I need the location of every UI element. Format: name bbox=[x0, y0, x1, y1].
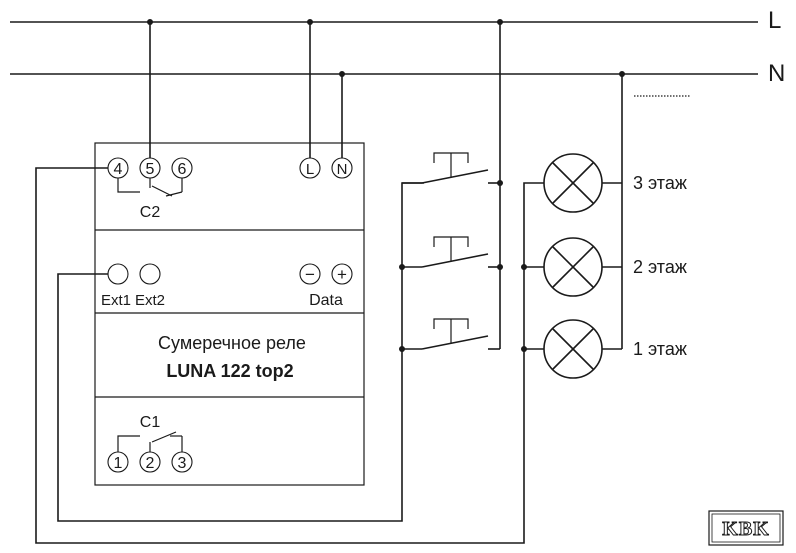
lamp-floor-3 bbox=[543, 153, 603, 213]
junction-dot bbox=[521, 264, 527, 270]
terminal-1: 1 bbox=[107, 451, 129, 473]
lamp-floor-1 bbox=[543, 319, 603, 379]
floor-3-label: 3 этаж bbox=[633, 173, 687, 193]
svg-text:1: 1 bbox=[114, 455, 123, 472]
push-button-switch-3 bbox=[402, 152, 500, 184]
svg-text:4: 4 bbox=[114, 161, 123, 178]
c2-label: C2 bbox=[140, 204, 161, 221]
data-minus-terminal: − bbox=[299, 263, 321, 285]
junction-dot bbox=[521, 346, 527, 352]
junction-dot bbox=[339, 71, 345, 77]
junction-dot bbox=[619, 71, 625, 77]
c1-label: C1 bbox=[140, 414, 161, 431]
l-bus-label: L bbox=[768, 7, 781, 34]
floor-2-label: 2 этаж bbox=[633, 257, 687, 277]
junction-dot bbox=[399, 264, 405, 270]
terminal-4: 4 bbox=[107, 157, 129, 179]
terminal-n: N bbox=[331, 157, 353, 179]
data-plus-terminal: + bbox=[331, 263, 353, 285]
kbk-logo: KBK bbox=[708, 510, 784, 546]
junction-dot bbox=[147, 19, 153, 25]
terminal-l: L bbox=[299, 157, 321, 179]
push-button-switch-1 bbox=[402, 318, 500, 350]
ext2-label: Ext2 bbox=[135, 292, 165, 309]
c1-contact bbox=[117, 431, 183, 452]
terminal-3: 3 bbox=[171, 451, 193, 473]
relay-name: Сумеречное реле bbox=[158, 333, 306, 353]
junction-dot bbox=[497, 180, 503, 186]
junction-dot bbox=[497, 264, 503, 270]
svg-text:L: L bbox=[306, 161, 314, 178]
junction-dot bbox=[307, 19, 313, 25]
svg-text:−: − bbox=[305, 265, 315, 284]
ext1-terminal bbox=[107, 263, 129, 285]
svg-text:KBK: KBK bbox=[722, 518, 769, 540]
lamp-floor-2 bbox=[543, 237, 603, 297]
terminal-6: 6 bbox=[171, 157, 193, 179]
wire-4-to-lamps bbox=[35, 167, 544, 544]
data-label: Data bbox=[309, 292, 343, 309]
svg-text:5: 5 bbox=[146, 161, 155, 178]
junction-dot bbox=[497, 19, 503, 25]
terminal-5: 5 bbox=[139, 157, 161, 179]
ext1-label: Ext1 bbox=[101, 292, 131, 309]
svg-text:N: N bbox=[337, 161, 348, 178]
push-button-switch-2 bbox=[402, 236, 500, 268]
floor-1-label: 1 этаж bbox=[633, 339, 687, 359]
n-bus-label: N bbox=[768, 60, 785, 87]
relay-housing bbox=[94, 142, 365, 486]
svg-text:+: + bbox=[337, 265, 347, 284]
terminal-2: 2 bbox=[139, 451, 161, 473]
c2-contact bbox=[117, 178, 183, 197]
ext2-terminal bbox=[139, 263, 161, 285]
relay-model: LUNA 122 top2 bbox=[166, 361, 293, 381]
junction-dot bbox=[399, 346, 405, 352]
svg-text:3: 3 bbox=[178, 455, 187, 472]
svg-text:2: 2 bbox=[146, 455, 155, 472]
svg-text:6: 6 bbox=[178, 161, 187, 178]
